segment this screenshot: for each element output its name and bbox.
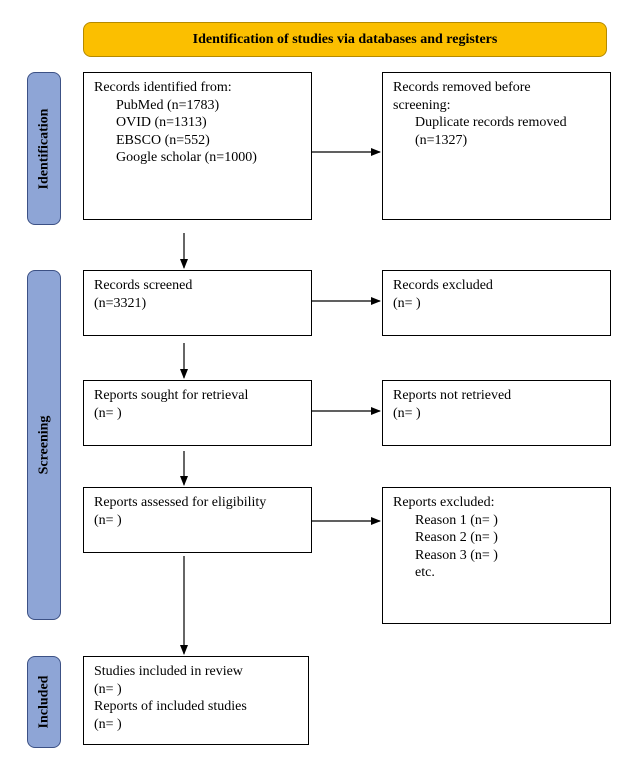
records-screened-box: Records screened (n=3321) (83, 270, 312, 336)
records-excluded-box: Records excluded (n= ) (382, 270, 611, 336)
reports-included-title: Reports of included studies (94, 699, 247, 714)
records-identified-title: Records identified from: (94, 80, 232, 95)
header-title: Identification of studies via databases … (192, 31, 498, 47)
reports-sought-box: Reports sought for retrieval (n= ) (83, 380, 312, 446)
reason-etc: etc. (415, 565, 435, 580)
duplicate-records-label: Duplicate records removed (415, 115, 567, 130)
source-pubmed: PubMed (n=1783) (116, 97, 220, 113)
phase-included: Included (27, 656, 61, 748)
reason-3: Reason 3 (n= ) (415, 547, 498, 563)
records-identified-box: Records identified from: PubMed (n=1783)… (83, 72, 312, 220)
records-screened-count: (n=3321) (94, 295, 147, 311)
reports-sought-title: Reports sought for retrieval (94, 388, 249, 403)
reports-assessed-box: Reports assessed for eligibility (n= ) (83, 487, 312, 553)
source-google-scholar: Google scholar (n=1000) (116, 150, 257, 165)
reports-assessed-count: (n= ) (94, 512, 122, 528)
reports-not-retrieved-count: (n= ) (393, 405, 421, 421)
reports-not-retrieved-box: Reports not retrieved (n= ) (382, 380, 611, 446)
reports-excluded-box: Reports excluded: Reason 1 (n= ) Reason … (382, 487, 611, 624)
reports-included-count: (n= ) (94, 716, 122, 732)
phase-identification: Identification (27, 72, 61, 225)
reports-assessed-title: Reports assessed for eligibility (94, 495, 267, 510)
studies-included-title: Studies included in review (94, 664, 243, 679)
records-removed-box: Records removed before screening: Duplic… (382, 72, 611, 220)
records-excluded-count: (n= ) (393, 295, 421, 311)
source-ebsco: EBSCO (n=552) (116, 132, 210, 148)
reports-sought-count: (n= ) (94, 405, 122, 421)
diagram-header: Identification of studies via databases … (83, 22, 607, 57)
records-excluded-title: Records excluded (393, 278, 493, 293)
studies-included-box: Studies included in review (n= ) Reports… (83, 656, 309, 745)
records-removed-title-1: Records removed before (393, 80, 531, 95)
duplicate-records-count: (n=1327) (415, 132, 468, 148)
source-ovid: OVID (n=1313) (116, 115, 207, 130)
reports-excluded-title: Reports excluded: (393, 495, 495, 510)
reports-not-retrieved-title: Reports not retrieved (393, 388, 512, 403)
reason-1: Reason 1 (n= ) (415, 512, 498, 528)
studies-included-count: (n= ) (94, 681, 122, 697)
records-removed-title-2: screening: (393, 97, 451, 113)
reason-2: Reason 2 (n= ) (415, 530, 498, 545)
phase-screening: Screening (27, 270, 61, 620)
records-screened-title: Records screened (94, 278, 193, 293)
